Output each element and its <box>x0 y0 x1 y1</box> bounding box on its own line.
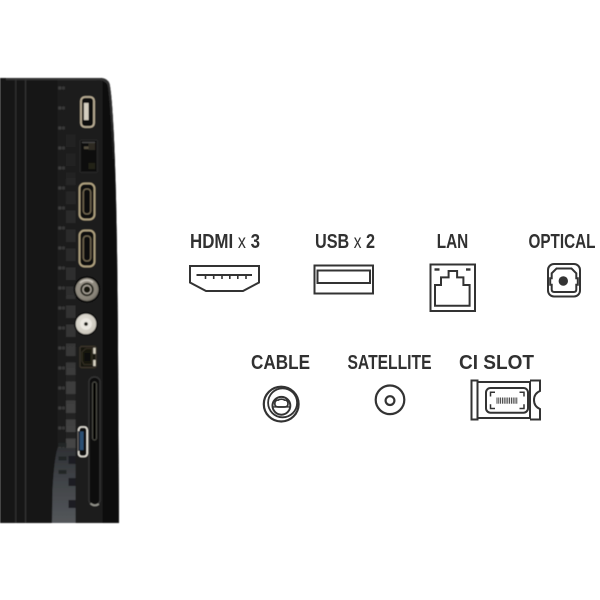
svg-text:CI SLOT: CI SLOT <box>459 352 534 374</box>
svg-text:LAN: LAN <box>437 231 469 253</box>
svg-text:CABLE: CABLE <box>251 352 310 374</box>
svg-text:HDMI x 3: HDMI x 3 <box>190 231 260 253</box>
svg-text:USB x 2: USB x 2 <box>315 231 375 253</box>
svg-text:SATELLITE: SATELLITE <box>348 352 432 374</box>
svg-text:OPTICAL: OPTICAL <box>529 231 596 253</box>
